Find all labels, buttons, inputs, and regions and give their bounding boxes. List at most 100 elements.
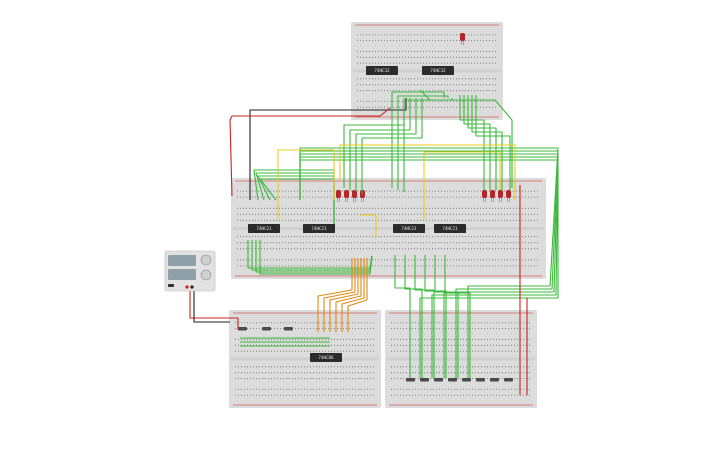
led[interactable]: [490, 190, 495, 202]
chip-body[interactable]: [248, 224, 280, 233]
chip-label: 74HC32: [374, 68, 390, 73]
chip-body[interactable]: [434, 224, 466, 233]
power-supply[interactable]: [164, 250, 216, 292]
wire-orange[interactable]: [347, 258, 368, 332]
wire-black[interactable]: [193, 290, 230, 323]
board-middle[interactable]: [231, 178, 546, 279]
wire-green[interactable]: [299, 147, 559, 378]
knob-icon[interactable]: [200, 269, 212, 281]
terminal-negative[interactable]: [190, 285, 194, 289]
wire-yellow[interactable]: [277, 149, 335, 220]
chip-label: 74HC86: [318, 355, 334, 360]
wire-black[interactable]: [249, 98, 407, 200]
wire-green[interactable]: [394, 255, 411, 378]
board-gap: [233, 227, 544, 230]
resistor-body[interactable]: [434, 378, 443, 382]
resistor-body[interactable]: [504, 378, 513, 382]
resistor[interactable]: [420, 378, 429, 382]
resistor-body[interactable]: [284, 327, 293, 331]
led[interactable]: [344, 190, 349, 202]
wire-green[interactable]: [419, 89, 513, 188]
resistor[interactable]: [462, 378, 471, 382]
chip-body[interactable]: [310, 353, 342, 362]
led[interactable]: [506, 190, 511, 202]
led-body[interactable]: [490, 190, 495, 198]
resistor-body[interactable]: [406, 378, 415, 382]
wire-green[interactable]: [397, 95, 449, 190]
chip-74hc21[interactable]: 74HC21: [393, 224, 425, 233]
resistor-body[interactable]: [420, 378, 429, 382]
led[interactable]: [482, 190, 487, 202]
supply-screen: [168, 269, 196, 280]
chip-74hc32[interactable]: 74HC32: [422, 66, 454, 75]
wire-yellow[interactable]: [360, 214, 377, 238]
resistor-body[interactable]: [462, 378, 471, 382]
led[interactable]: [498, 190, 503, 202]
chip-label: 74HC21: [442, 226, 458, 231]
wire-green[interactable]: [475, 95, 511, 190]
wire-green[interactable]: [467, 95, 497, 190]
wire-yellow[interactable]: [339, 144, 516, 200]
chip-74hc21[interactable]: 74HC21: [434, 224, 466, 233]
wire-red[interactable]: [229, 107, 391, 197]
board-gap: [387, 357, 535, 361]
wire-red[interactable]: [189, 290, 239, 330]
resistor[interactable]: [284, 327, 293, 331]
chip-74hc21[interactable]: 74HC21: [248, 224, 280, 233]
resistor-body[interactable]: [262, 327, 271, 331]
resistor[interactable]: [448, 378, 457, 382]
led[interactable]: [460, 33, 465, 45]
led-body[interactable]: [506, 190, 511, 198]
chip-body[interactable]: [422, 66, 454, 75]
led-body[interactable]: [482, 190, 487, 198]
resistor[interactable]: [434, 378, 443, 382]
board-bottom-left[interactable]: [229, 310, 381, 408]
supply-switch[interactable]: [168, 284, 174, 287]
wire-yellow[interactable]: [423, 151, 501, 220]
chip-body[interactable]: [366, 66, 398, 75]
supply-screen: [168, 255, 196, 266]
chip-label: 74HC21: [256, 226, 272, 231]
led-body[interactable]: [336, 190, 341, 198]
resistor-body[interactable]: [490, 378, 499, 382]
resistor[interactable]: [504, 378, 513, 382]
chip-74hc21[interactable]: 74HC21: [303, 224, 335, 233]
chip-74hc32[interactable]: 74HC32: [366, 66, 398, 75]
resistor-body[interactable]: [448, 378, 457, 382]
wire-green[interactable]: [391, 91, 445, 188]
led-body[interactable]: [460, 33, 465, 41]
wire-green[interactable]: [434, 255, 459, 378]
chip-body[interactable]: [393, 224, 425, 233]
wire-orange[interactable]: [329, 258, 359, 332]
wire-green[interactable]: [444, 255, 471, 378]
resistor[interactable]: [406, 378, 415, 382]
resistor[interactable]: [262, 327, 271, 331]
wire-green[interactable]: [403, 98, 453, 192]
wire-orange[interactable]: [317, 258, 353, 332]
board-bottom-right[interactable]: [385, 310, 537, 408]
led-body[interactable]: [344, 190, 349, 198]
wire-green[interactable]: [259, 240, 373, 275]
knob-icon[interactable]: [200, 254, 212, 266]
resistor[interactable]: [490, 378, 499, 382]
resistor-body[interactable]: [238, 327, 247, 331]
resistor-body[interactable]: [476, 378, 485, 382]
wire-green[interactable]: [404, 255, 423, 378]
chip-label: 74HC21: [401, 226, 417, 231]
wire-green[interactable]: [259, 178, 335, 228]
chip-label: 74HC32: [430, 68, 446, 73]
resistor[interactable]: [476, 378, 485, 382]
chip-body[interactable]: [303, 224, 335, 233]
wire-orange[interactable]: [341, 258, 365, 332]
wire-green[interactable]: [355, 98, 417, 192]
resistor[interactable]: [238, 327, 247, 331]
wire-orange[interactable]: [323, 258, 356, 332]
led-body[interactable]: [498, 190, 503, 198]
terminal-positive[interactable]: [185, 285, 189, 289]
wire-orange[interactable]: [335, 258, 362, 332]
wire-green[interactable]: [471, 95, 503, 190]
led[interactable]: [336, 190, 341, 202]
chip-74hc86[interactable]: 74HC86: [310, 353, 342, 362]
